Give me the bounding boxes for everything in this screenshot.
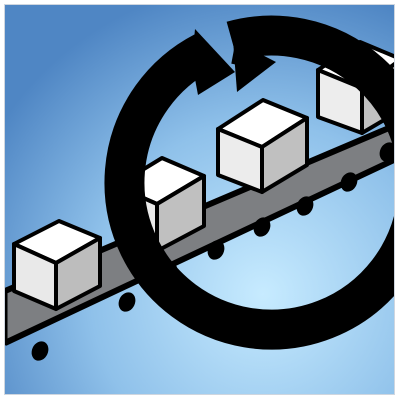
conveyor-belt-cycle-icon xyxy=(5,5,395,395)
conveyor-cycle-illustration xyxy=(4,4,395,395)
